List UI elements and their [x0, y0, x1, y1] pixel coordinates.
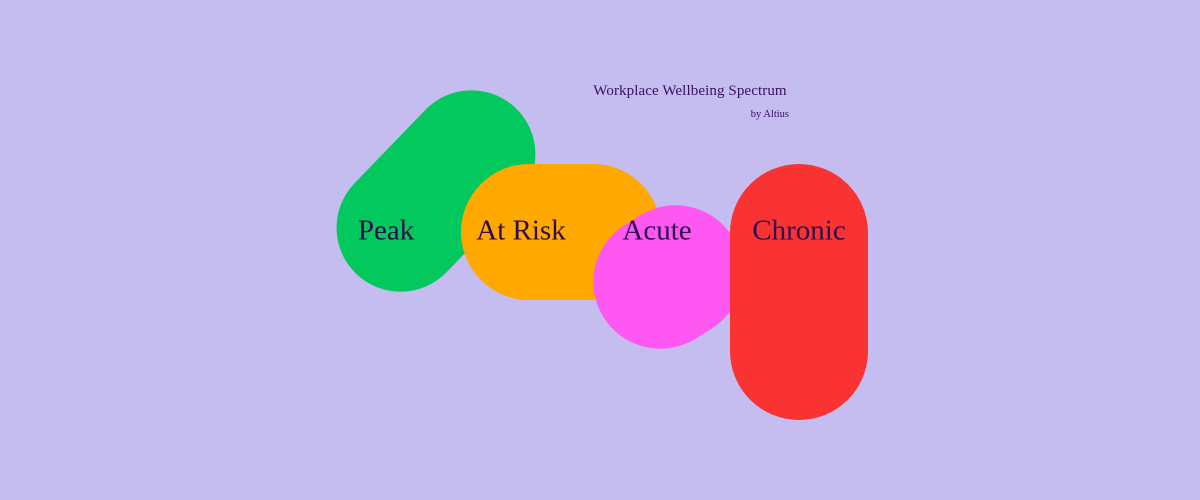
chronic-capsule [730, 164, 868, 420]
set-label-chronic: Chronic [752, 215, 845, 247]
peak-capsule [336, 90, 536, 292]
set-label-acute: Acute [622, 215, 691, 247]
chart-credit: by Altius [750, 109, 789, 120]
title-block: Workplace Wellbeing Spectrum by Altius [590, 82, 790, 122]
acute-capsule [593, 205, 743, 349]
chart-title: Workplace Wellbeing Spectrum [593, 83, 787, 99]
set-label-peak: Peak [358, 215, 415, 247]
set-shape-acute[interactable] [568, 180, 768, 374]
set-shape-peak[interactable] [310, 64, 562, 318]
set-shape-chronic[interactable] [730, 164, 868, 420]
set-label-at-risk: At Risk [476, 215, 566, 247]
